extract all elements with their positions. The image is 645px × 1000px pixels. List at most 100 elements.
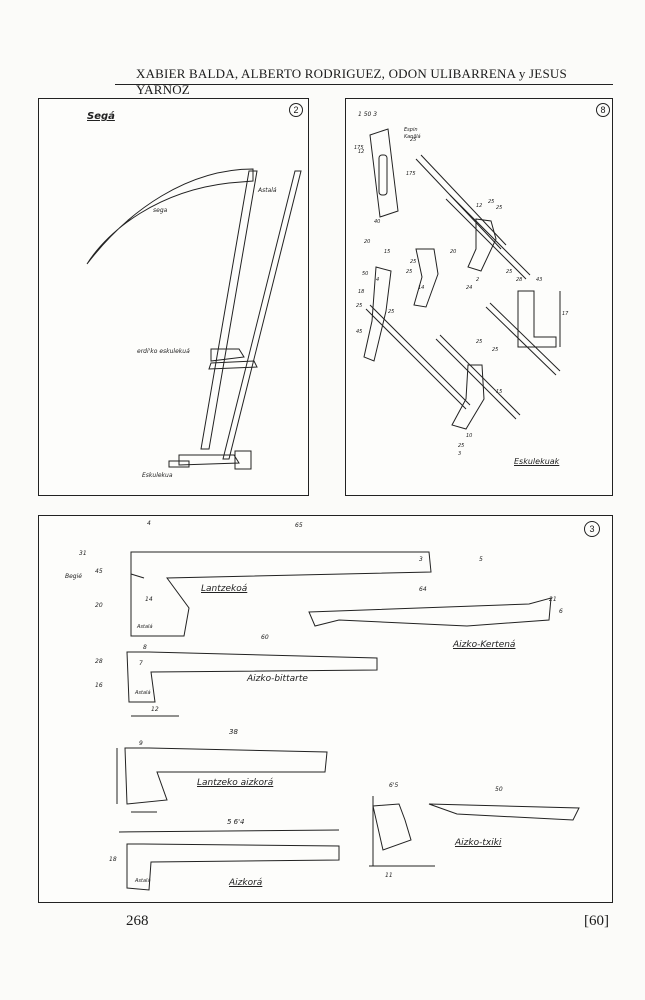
dim-65b: 6'5 <box>389 782 399 789</box>
dimension-label: 25 <box>458 443 465 449</box>
label-astala-2: Astalá <box>135 690 151 696</box>
scythe-rod <box>222 170 302 460</box>
dimension-label: 10 <box>466 433 473 439</box>
dim-18: 18 <box>109 856 117 863</box>
dim-7: 7 <box>139 660 143 667</box>
dimension-label: 20 <box>450 249 457 255</box>
scythe-snath <box>200 170 258 450</box>
dimension-label: 12 <box>476 203 483 209</box>
label-peg: Kanillá <box>404 134 421 140</box>
handle-bracket <box>517 290 557 348</box>
dimension-label: 45 <box>356 329 363 335</box>
label-astala-1: Astalá <box>137 624 153 630</box>
dim-8: 8 <box>143 644 147 651</box>
dim-16: 16 <box>95 682 103 689</box>
dimension-label: 50 <box>362 271 369 277</box>
label-middle-handle: erdi'ko eskulekuá <box>137 348 190 355</box>
dim-3: 3 <box>419 556 423 563</box>
handle-loop <box>363 266 392 362</box>
dim-11: 11 <box>385 872 393 879</box>
handles-drawing <box>363 128 561 430</box>
dim-64: 64 <box>419 586 427 593</box>
dimension-label: 25 <box>410 137 417 143</box>
handle-plate <box>369 128 399 218</box>
dim-top-65: 65 <box>295 522 303 529</box>
dimension-label: 17 <box>562 311 569 317</box>
dimension-label: 2 <box>476 277 480 283</box>
axe-lantzeko-aizkora <box>124 747 328 805</box>
dimension-label: 3 <box>458 451 462 457</box>
dim-12: 12 <box>151 706 159 713</box>
label-blade-tip: Astalá <box>258 187 277 194</box>
label-pin: Espin <box>404 127 418 133</box>
dim-60: 60 <box>261 634 269 641</box>
dim-9: 9 <box>139 740 143 747</box>
dimension-label: 25 <box>492 347 499 353</box>
label-aizkora: Aizkorá <box>229 878 263 888</box>
figure-panel-scythe: 2 Segá sega Astalá erdi'ko eskulekuá Esk… <box>38 98 309 496</box>
panel-caption: Eskulekuak <box>514 457 560 466</box>
dim-5: 5 <box>479 556 483 563</box>
dimension-label: 28 <box>516 277 523 283</box>
dimension-label: 14 <box>418 285 425 291</box>
figure-number: 2 <box>289 103 303 117</box>
dim-top-4: 4 <box>147 520 151 527</box>
top-dimension: 1 50 3 <box>358 111 378 118</box>
label-blade: sega <box>153 207 168 214</box>
label-begia: Begié <box>65 573 82 580</box>
label-aizko-txiki: Aizko-txiki <box>455 838 502 848</box>
dim-14: 14 <box>145 596 153 603</box>
dimension-label: 25 <box>388 309 395 315</box>
axe-handle-kertena <box>308 597 552 627</box>
axes-drawing <box>116 551 580 891</box>
figure-number: 3 <box>584 521 600 537</box>
label-astala-3: Astalá <box>135 878 151 884</box>
label-bottom-handle: Eskulekua <box>142 472 173 479</box>
dimension-label: 25 <box>496 205 503 211</box>
dim-50: 50 <box>495 786 503 793</box>
dim-6: 6 <box>559 608 563 615</box>
axe-aizkora <box>126 843 340 891</box>
dimension-label: 15 <box>384 249 391 255</box>
dimension-label: 25 <box>406 269 413 275</box>
label-aizko-bittarte: Aizko-bittarte <box>247 674 308 684</box>
axe-aizko-txiki <box>372 803 412 851</box>
running-header: XABIER BALDA, ALBERTO RODRIGUEZ, ODON UL… <box>136 66 567 97</box>
page-number: 268 <box>126 913 149 929</box>
label-aizko-kertena: Aizko-Kertená <box>453 640 516 650</box>
figure-number: 8 <box>596 103 610 117</box>
dimension-label: 20 <box>364 239 371 245</box>
bottom-handle-grip <box>178 454 240 466</box>
dimension-label: 24 <box>466 285 473 291</box>
handle-hook-2 <box>451 364 485 430</box>
dimension-label: 43 <box>536 277 543 283</box>
middle-handle-grip <box>210 348 245 362</box>
figure-panel-handles: 8 1 50 3 Espin Kanillá Eskulekuak 12 <box>345 98 613 496</box>
dim-45: 45 <box>95 568 103 575</box>
label-lantzekoa: Lantzekoá <box>201 584 248 594</box>
dim-38: 38 <box>229 728 238 736</box>
axe-lantzekoa <box>130 551 432 637</box>
dimension-label: 175 <box>354 145 364 151</box>
dim-20: 20 <box>95 602 103 609</box>
scythe-blade <box>86 168 254 265</box>
label-lantzeko-aizkora: Lantzeko aizkorá <box>197 778 274 788</box>
dimension-label: 12 <box>358 149 365 155</box>
dim-28: 28 <box>95 658 103 665</box>
scythe-drawing <box>86 168 302 470</box>
figure-title: Segá <box>87 111 115 122</box>
dimension-label: 25 <box>506 269 513 275</box>
bracket-page-number: [60] <box>584 913 609 929</box>
dimension-label: 175 <box>406 171 416 177</box>
dim-564: 5 6'4 <box>227 818 245 826</box>
dimension-label: 25 <box>488 199 495 205</box>
dimension-label: 4 <box>376 277 380 283</box>
dimension-label: 25 <box>476 339 483 345</box>
dim-31: 31 <box>79 550 87 557</box>
dimension-label: 18 <box>358 289 365 295</box>
dimension-label: 15 <box>496 389 503 395</box>
dimension-label: 25 <box>356 303 363 309</box>
dimension-label: 25 <box>410 259 417 265</box>
figure-panel-axes: 3 4 65 31 Begié 45 3 5 14 20 Lantzekoá <box>38 515 613 903</box>
header-rule <box>115 84 613 85</box>
